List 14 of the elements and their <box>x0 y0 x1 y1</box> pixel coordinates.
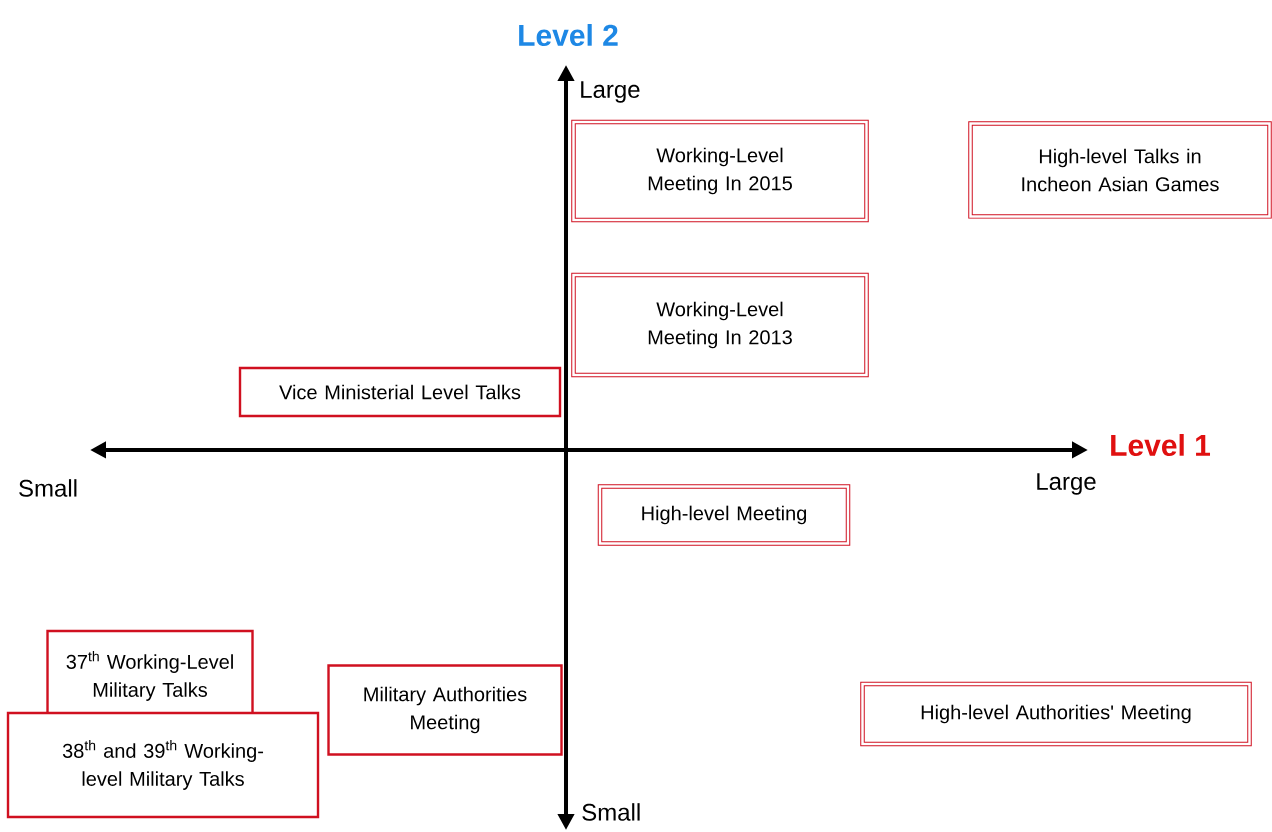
axis-title: Level 2 <box>519 23 618 46</box>
double-bordered-box: High-level Talks in Incheon Asian Games <box>968 121 1272 219</box>
text-box: 37$^{th}$ Working-Level Military Talks <box>46 629 254 723</box>
double-bordered-box: Working-Level Meeting In 2013 <box>571 272 869 378</box>
axis-end-label: Small <box>582 803 640 821</box>
axis-title: Level 1 <box>1111 433 1210 456</box>
axis-end-label: Large <box>1037 473 1096 495</box>
text-box: Vice Ministerial Level Talks <box>238 366 562 418</box>
axis-end-label: Small <box>19 479 77 497</box>
double-bordered-box: Working-Level Meeting In 2015 <box>571 119 869 223</box>
double-bordered-box: High-level Authorities' Meeting <box>860 681 1252 747</box>
double-bordered-box: High-level Meeting <box>597 484 851 546</box>
text-box: Military Authorities Meeting <box>327 664 563 756</box>
text-box: 38$^{th}$ and 39$^{th}$ Working-level Military Talks <box>6 711 320 819</box>
